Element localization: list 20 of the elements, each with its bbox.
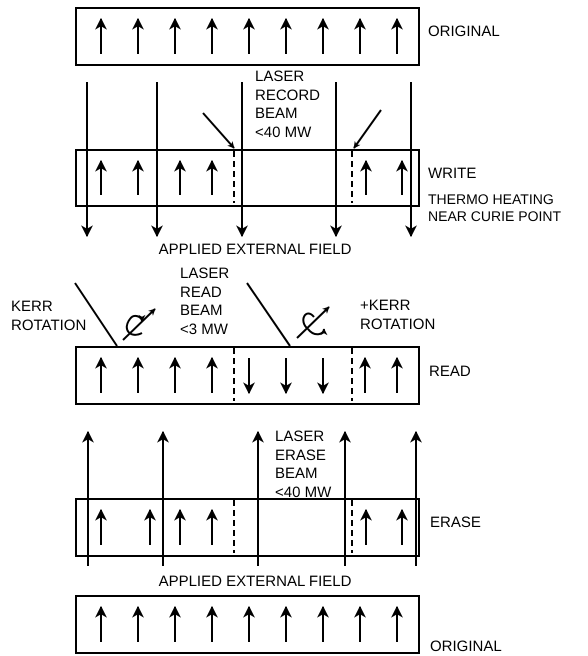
laser-beam-arrow <box>353 109 382 149</box>
annotation-text: LASER READ BEAM <3 MW <box>180 265 230 339</box>
recording-medium-strip <box>75 149 420 207</box>
annotation-text: +KERR ROTATION <box>360 297 436 334</box>
stage-label: WRITE <box>428 165 478 184</box>
recording-medium-strip <box>75 7 420 66</box>
stage-label: ORIGINAL <box>428 23 501 42</box>
stage-label: READ <box>429 363 472 382</box>
annotation-text: KERR ROTATION <box>11 298 88 335</box>
stage-label: THERMO HEATING NEAR CURIE POINT <box>428 191 562 225</box>
recording-medium-strip <box>75 498 420 557</box>
laser-beam-arrow <box>202 112 235 149</box>
field-label: APPLIED EXTERNAL FIELD <box>158 573 352 592</box>
annotation-text: LASER RECORD BEAM <40 MW <box>255 68 322 142</box>
annotation-text: LASER ERASE BEAM <40 MW <box>275 428 332 502</box>
stage-label: ERASE <box>430 514 482 532</box>
recording-medium-strip <box>75 595 420 654</box>
stage-label: ORIGINAL <box>430 638 503 656</box>
field-label: APPLIED EXTERNAL FIELD <box>158 241 352 260</box>
recording-medium-strip <box>75 346 420 405</box>
